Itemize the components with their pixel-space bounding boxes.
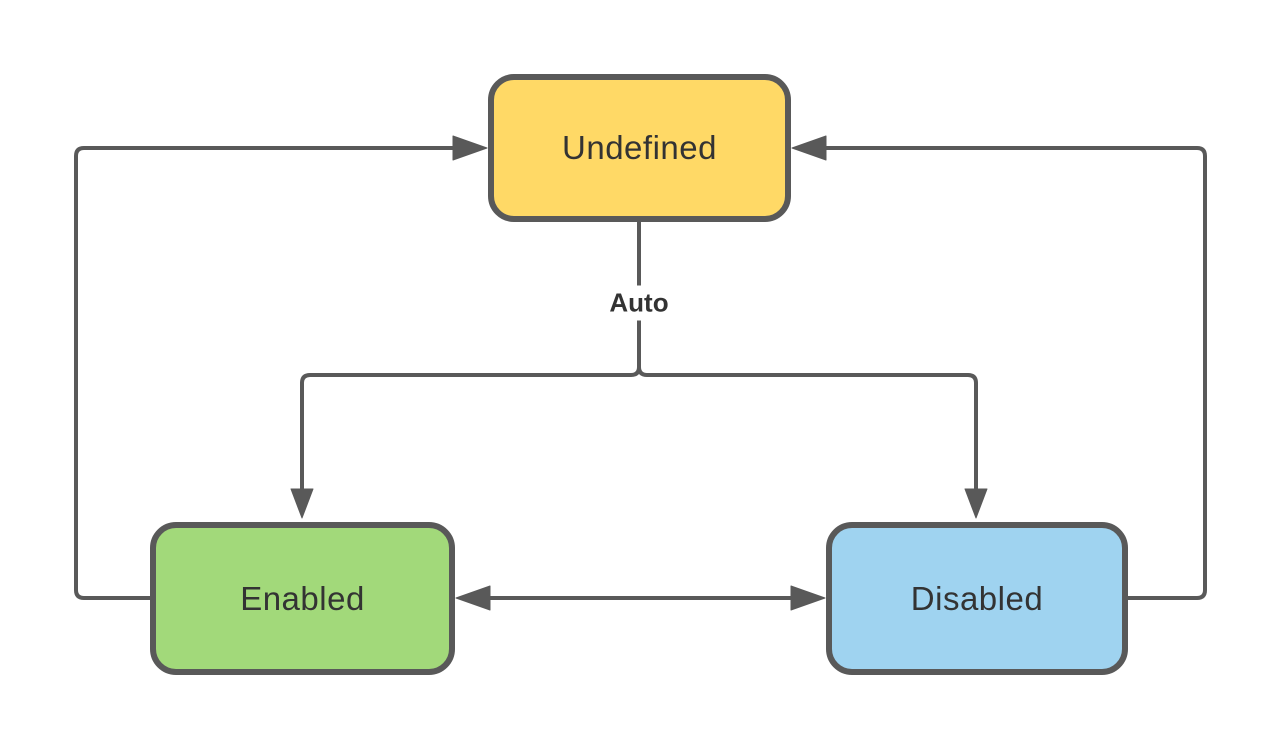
arrowhead-into-enabled-top (290, 488, 314, 519)
arrowhead-into-undefined-left (452, 135, 488, 161)
arrowhead-into-disabled-top (964, 488, 988, 519)
edge-undefined-to-enabled (300, 222, 641, 489)
state-node-disabled-label: Disabled (910, 579, 1044, 617)
state-node-undefined: Undefined (488, 74, 791, 222)
state-node-undefined-label: Undefined (562, 129, 717, 166)
transition-label-auto: Auto (601, 285, 677, 321)
arrowhead-into-disabled-left (790, 585, 826, 611)
state-node-enabled: Enabled (150, 522, 455, 675)
edge-undefined-to-disabled (637, 366, 978, 489)
state-node-enabled-label: Enabled (240, 579, 365, 617)
arrowhead-into-enabled-right (455, 585, 491, 611)
edge-disabled-to-undefined (826, 146, 1207, 600)
state-node-disabled: Disabled (826, 522, 1128, 675)
arrowhead-into-undefined-right (791, 135, 827, 161)
edge-enabled-to-undefined (74, 146, 454, 600)
